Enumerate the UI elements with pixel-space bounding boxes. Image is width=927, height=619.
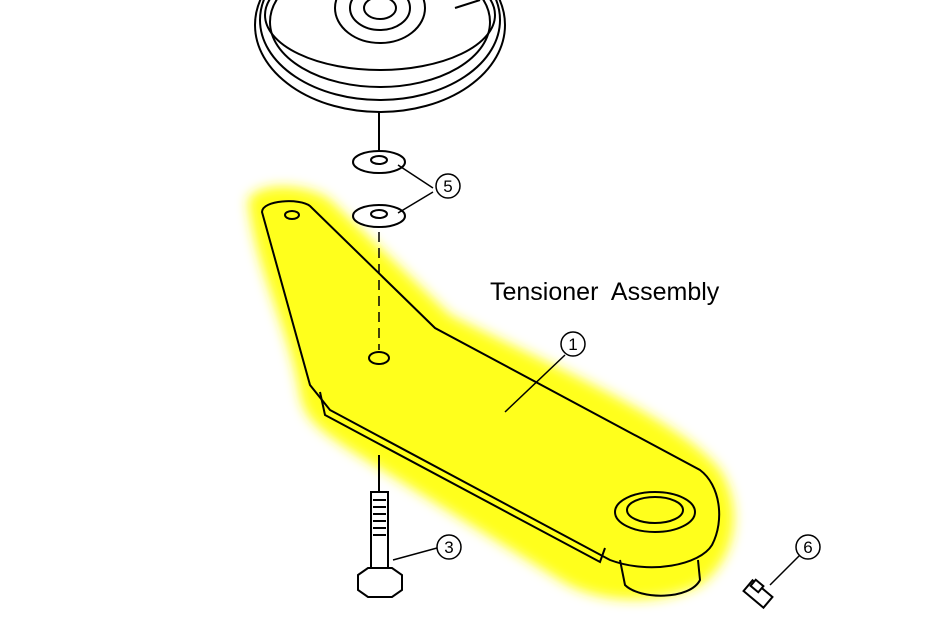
svg-text:1: 1 [568,335,577,354]
callout-bolt: 3 [436,534,462,560]
svg-text:3: 3 [444,538,453,557]
callout-arm: 1 [560,331,586,357]
svg-text:6: 6 [803,538,812,557]
washers [352,150,406,228]
callout-grease-fitting: 6 [795,534,821,560]
tensioner-arm [260,200,721,597]
grease-fitting [742,578,774,610]
callout-washers: 5 [435,173,461,199]
yellow-highlight [248,186,734,600]
bolt [357,455,403,598]
svg-text:5: 5 [443,177,452,196]
diagram-title: Tensioner Assembly [490,278,720,306]
pulley [254,0,506,113]
